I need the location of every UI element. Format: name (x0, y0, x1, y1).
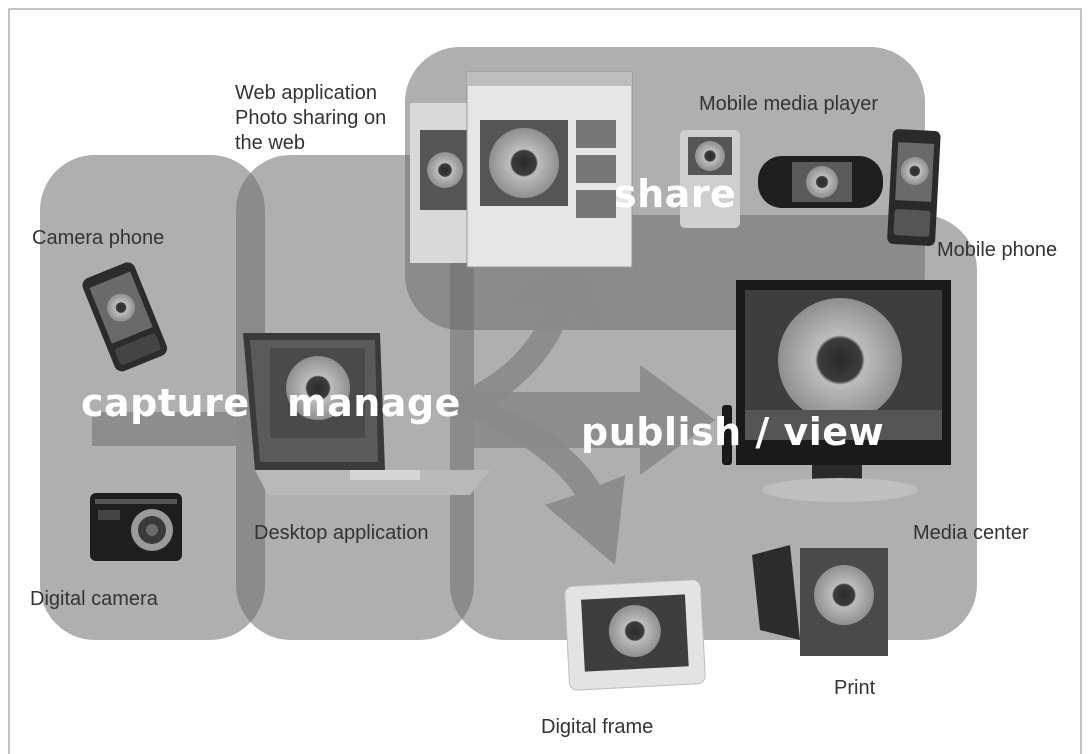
mobile-phone-label: Mobile phone (937, 239, 1058, 261)
mobile-phone-icon (887, 129, 941, 246)
media-player-icon (680, 130, 740, 228)
digital-frame-icon (564, 579, 706, 691)
print-book-icon (752, 545, 888, 656)
handheld-player-icon (758, 156, 883, 208)
camera-phone-icon (82, 262, 168, 372)
share-stage-label: share (614, 172, 737, 216)
manage-stage-label: manage (287, 381, 461, 425)
web-application-sublabel-2: the web (235, 132, 306, 154)
laptop-icon (243, 333, 490, 495)
publish-view-stage-label: publish / view (581, 410, 885, 454)
digital-camera-icon (90, 493, 182, 561)
to-frame-arrow (470, 400, 625, 565)
to-share-arrow (440, 250, 600, 420)
media-center-label: Media center (913, 522, 1029, 544)
web-browser-icon (410, 71, 633, 268)
desktop-application-label: Desktop application (254, 522, 429, 544)
digital-camera-label: Digital camera (30, 588, 158, 610)
capture-stage-label: capture (81, 381, 250, 425)
tv-icon (722, 280, 951, 502)
web-application-label: Web application (235, 82, 377, 104)
camera-phone-label: Camera phone (32, 227, 165, 249)
print-label: Print (834, 677, 876, 699)
digital-frame-label: Digital frame (541, 716, 654, 738)
mobile-media-player-label: Mobile media player (699, 93, 878, 115)
web-application-sublabel: Photo sharing on (235, 107, 387, 129)
